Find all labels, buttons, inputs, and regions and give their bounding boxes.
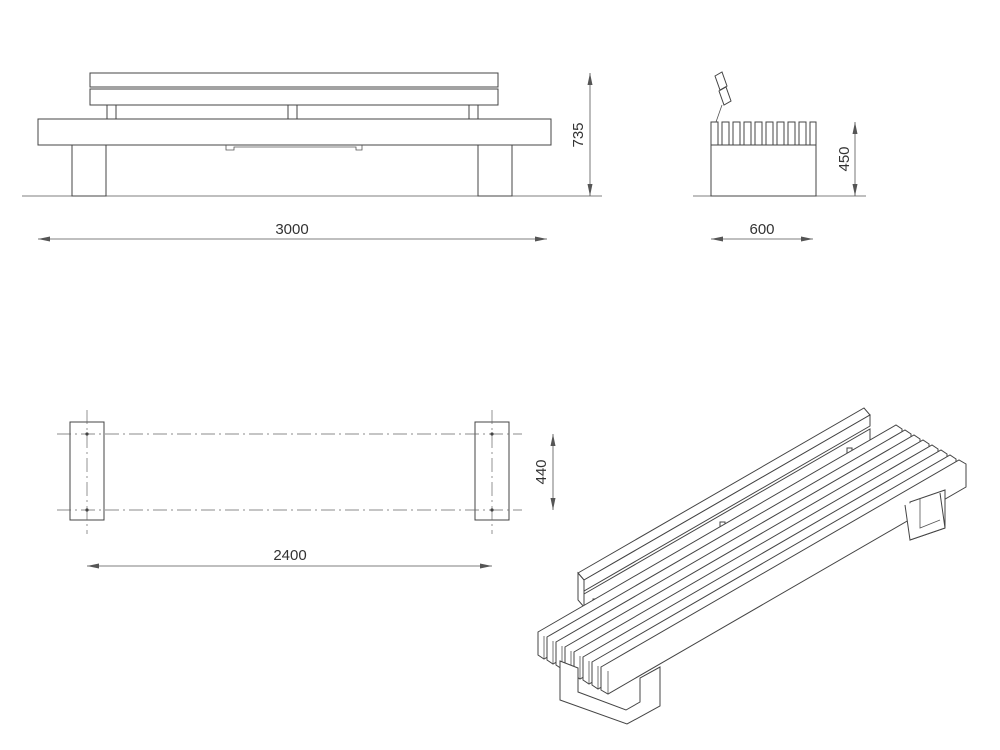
plan-width-label: 440 [533,459,550,484]
side-seat-height-arrow-top [852,122,858,134]
side-slat [721,121,730,146]
side-slat [732,121,741,146]
iso-leg-front [559,660,661,725]
side-depth-label: 600 [749,221,774,238]
front-backrest-post-left [106,104,117,120]
front-backrest-post-right [468,104,479,120]
iso-seat-slats [537,424,967,695]
plan-width-arrow-bottom [550,498,556,510]
plan-anchor-point [490,432,494,436]
side-slat [798,121,807,146]
front-length-arrow-left [38,236,50,242]
side-slat [765,121,774,146]
front-height-arrow-top [587,73,593,85]
plan-anchor-point [85,508,89,512]
front-seat-slab [37,118,552,146]
plan-anchor-point [85,432,89,436]
side-slat [809,121,817,146]
plan-length-label: 2400 [273,547,306,564]
side-seat-height-label: 450 [836,146,853,171]
front-length-arrow-right [535,236,547,242]
side-slat [787,121,796,146]
side-slat [776,121,785,146]
front-leg-right [477,144,513,197]
front-leg-left [71,144,107,197]
plan-length-arrow-right [480,563,492,569]
front-seat-bracket [225,145,363,151]
side-seat-slats [710,121,817,146]
front-length-label: 3000 [275,221,308,238]
front-backrest-upper-board [89,72,499,88]
front-backrest-post-middle [287,104,298,120]
side-slat [754,121,763,146]
plan-anchor-point [490,508,494,512]
front-backrest-lower-board [89,88,499,106]
front-height-label: 735 [570,122,587,147]
front-elevation-view: 3000 735 [22,72,602,242]
side-depth-arrow-right [801,236,813,242]
side-backrest-support [715,104,723,123]
iso-leg-back-inner [919,498,941,529]
iso-leg-back [904,492,946,541]
plan-view: 440 2400 [57,410,556,569]
isometric-view [537,407,967,725]
plan-width-arrow-top [550,434,556,446]
iso-slat [600,459,967,695]
side-elevation-view: 600 450 [693,71,866,242]
side-backrest-board-upper [714,71,728,91]
front-height-arrow-bottom [587,184,593,196]
side-seat-height-arrow-bottom [852,184,858,196]
side-leg [710,144,817,197]
side-slat [710,121,719,146]
side-depth-arrow-left [711,236,723,242]
side-slat [743,121,752,146]
plan-length-arrow-left [87,563,99,569]
side-backrest-board-lower [718,86,732,106]
